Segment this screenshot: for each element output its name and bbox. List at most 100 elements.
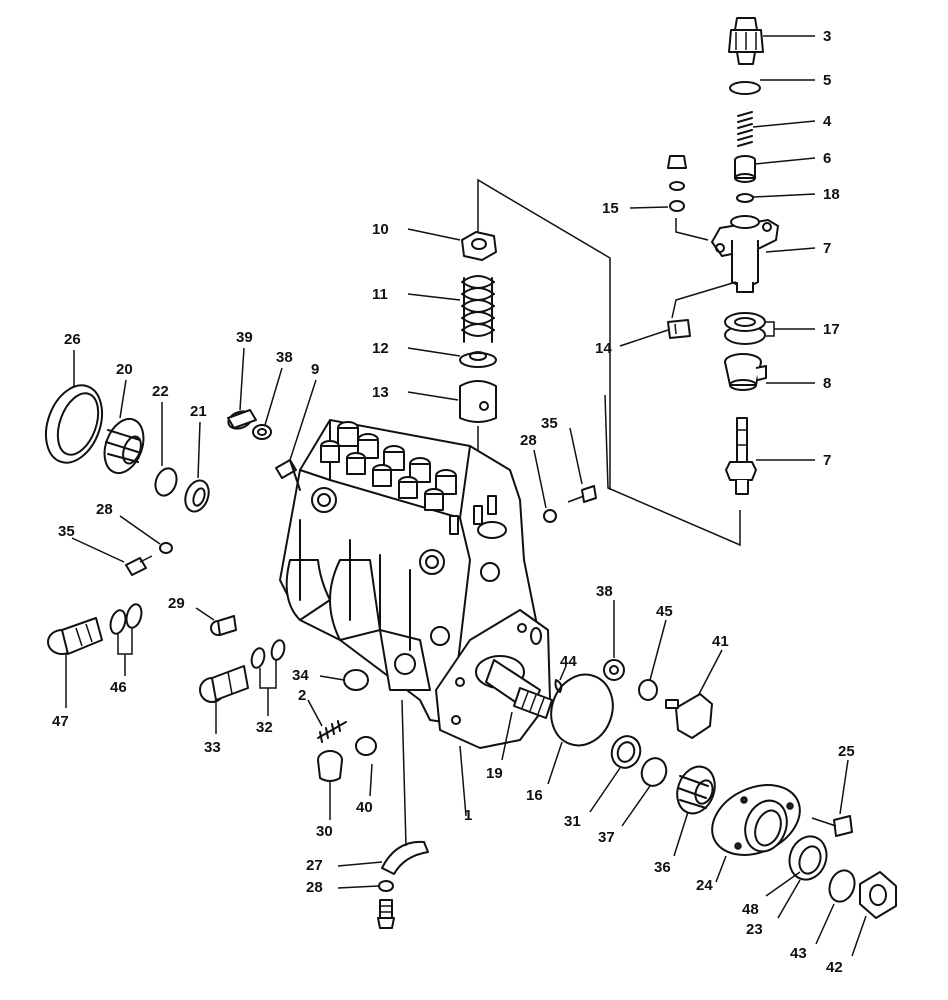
callout-15: 15 xyxy=(602,200,619,217)
callout-27: 27 xyxy=(306,857,323,874)
callout-labels: 3 5 4 6 18 15 10 7 11 17 14 12 8 26 20 3… xyxy=(52,28,855,976)
part-36-bearing xyxy=(676,765,716,815)
part-31-oil-seal xyxy=(610,735,642,769)
callout-11: 11 xyxy=(372,286,388,303)
part-11-plunger-spring xyxy=(461,275,495,343)
part-24-bearing-cover xyxy=(711,784,801,856)
callout-1: 1 xyxy=(464,807,472,824)
part-41-valve xyxy=(665,693,713,739)
callout-42: 42 xyxy=(826,959,843,976)
callout-10: 10 xyxy=(372,221,389,238)
callout-7-lower: 7 xyxy=(823,452,831,469)
callout-37: 37 xyxy=(598,829,615,846)
part-8-control-sleeve xyxy=(724,353,767,391)
callout-14: 14 xyxy=(595,340,612,357)
callout-41: 41 xyxy=(712,633,729,650)
callout-34: 34 xyxy=(292,667,309,684)
callout-45: 45 xyxy=(656,603,673,620)
part-12-lower-seat xyxy=(459,351,497,368)
part-27-fitting xyxy=(381,840,429,875)
callout-9: 9 xyxy=(311,361,319,378)
part-47-banjo-bolt xyxy=(47,617,103,655)
callout-35-left: 35 xyxy=(541,415,558,432)
part-13-tappet xyxy=(459,380,497,423)
callout-40: 40 xyxy=(356,799,373,816)
part-28-washer-left xyxy=(159,542,173,554)
callout-13: 13 xyxy=(372,384,389,401)
part-7-plunger xyxy=(725,417,757,495)
callout-26: 26 xyxy=(64,331,81,348)
injector-bosses xyxy=(320,421,507,539)
part-30-plug xyxy=(317,750,343,782)
callout-30: 30 xyxy=(316,823,333,840)
assembly-link-line xyxy=(477,178,611,490)
callout-4: 4 xyxy=(823,113,832,130)
callout-3: 3 xyxy=(823,28,831,45)
part-34-o-ring xyxy=(343,669,369,691)
part-10-spring-upper-seat xyxy=(461,231,497,261)
callout-2: 2 xyxy=(298,687,306,704)
part-48-oil-seal xyxy=(788,835,828,881)
callout-43: 43 xyxy=(790,945,807,962)
part-38-ring-lower xyxy=(603,659,625,681)
part-7-barrel xyxy=(711,215,779,293)
callout-35-lower: 35 xyxy=(58,523,75,540)
part-4-spring xyxy=(737,111,753,147)
callout-22: 22 xyxy=(152,383,169,400)
part-42-nut xyxy=(859,871,897,919)
callout-12: 12 xyxy=(372,340,389,357)
callout-5: 5 xyxy=(823,72,831,89)
part-14-plate xyxy=(667,319,691,339)
callout-24: 24 xyxy=(696,877,713,894)
callout-47: 47 xyxy=(52,713,69,730)
part-28-washer-right xyxy=(543,509,557,523)
part-35-bolt-right xyxy=(567,485,597,503)
part-40-gasket xyxy=(355,736,377,756)
part-38-ring-upper xyxy=(252,424,272,440)
callout-28-bottom: 28 xyxy=(306,879,323,896)
callout-38-lower: 38 xyxy=(596,583,613,600)
part-18-gasket xyxy=(736,193,754,203)
part-9-rack-guide xyxy=(275,459,301,491)
part-19-camshaft xyxy=(475,655,553,719)
callout-29: 29 xyxy=(168,595,185,612)
leader-lines xyxy=(65,35,867,957)
part-37-shim xyxy=(640,757,668,787)
callout-19: 19 xyxy=(486,765,503,782)
part-2-stud xyxy=(317,720,347,743)
part-3-valve-holder xyxy=(728,17,764,65)
part-44-key xyxy=(554,679,563,693)
part-29-screw xyxy=(210,615,237,636)
part-25-bolt xyxy=(811,815,853,837)
callout-44: 44 xyxy=(560,653,577,670)
callout-28-left: 28 xyxy=(96,501,113,518)
callout-23: 23 xyxy=(746,921,763,938)
part-35-bolt-left xyxy=(125,555,153,576)
part-46-gaskets xyxy=(109,603,143,635)
part-21-bearing-race xyxy=(184,479,210,513)
part-5-o-ring xyxy=(729,81,761,95)
part-32-gaskets xyxy=(250,639,286,669)
callout-46: 46 xyxy=(110,679,127,696)
part-6-valve xyxy=(734,155,756,183)
callout-8: 8 xyxy=(823,375,831,392)
assembly-link-line xyxy=(401,699,407,847)
part-15-nut-washer xyxy=(667,155,687,212)
part-45-washer xyxy=(638,679,658,701)
assembly-link-line xyxy=(604,394,741,547)
callout-17: 17 xyxy=(823,321,840,338)
callout-36: 36 xyxy=(654,859,671,876)
callout-39: 39 xyxy=(236,329,253,346)
callout-6: 6 xyxy=(823,150,831,167)
bottom-bolt xyxy=(377,899,395,929)
part-39-bushing xyxy=(227,409,257,430)
callout-38-upper: 38 xyxy=(276,349,293,366)
part-26-oil-seal xyxy=(44,384,104,464)
callout-18: 18 xyxy=(823,186,840,203)
assembly-link-line xyxy=(675,218,709,241)
callout-33: 33 xyxy=(204,739,221,756)
callout-7-upper: 7 xyxy=(823,240,831,257)
part-16-o-ring xyxy=(550,673,614,747)
callout-25: 25 xyxy=(838,743,855,760)
